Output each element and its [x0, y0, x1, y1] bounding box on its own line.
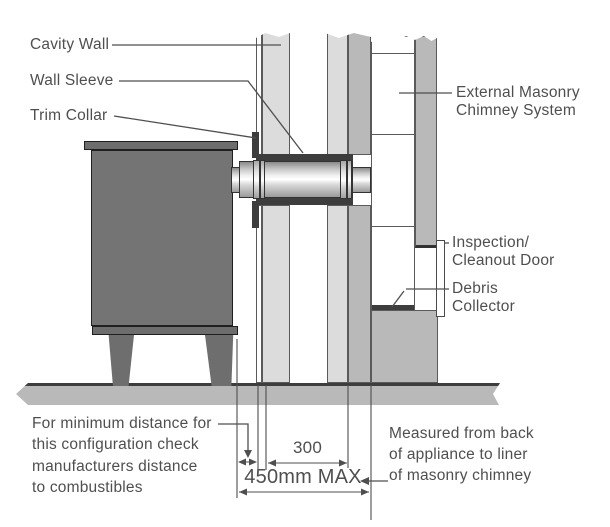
coupler-seam	[346, 161, 348, 198]
measured-from-note: Measured from back of appliance to liner…	[389, 425, 534, 484]
wall-inner-face	[256, 205, 262, 383]
pipe-coupler-left	[253, 160, 265, 199]
min-distance-leader	[218, 423, 249, 450]
wall-inner-leaf	[262, 205, 290, 383]
wall-outer-leaf-b	[348, 205, 371, 383]
dimension-300-value: 300	[293, 438, 322, 457]
wall-inner-leaf	[262, 32, 290, 155]
flue-base-band	[372, 305, 414, 310]
minimum-distance-note: For minimum distance for this configurat…	[32, 415, 212, 497]
external-masonry-chimney-label: External Masonry Chimney System	[456, 84, 580, 120]
mortar-joint	[372, 53, 414, 55]
chimney-block-column	[371, 36, 415, 310]
wall-sleeve-top	[256, 154, 353, 162]
trim-collar-lower	[252, 201, 259, 228]
wall-outer-leaf-a	[327, 205, 348, 383]
stove-bottom-plate	[92, 326, 238, 335]
mortar-joint	[372, 134, 414, 136]
arrowhead	[249, 458, 257, 466]
chimney-outer-skin	[415, 36, 437, 248]
pipe-coupler-right	[340, 160, 352, 199]
floor-top-edge	[16, 383, 500, 386]
pipe-spigot	[352, 167, 371, 193]
coupler-seam	[259, 161, 261, 198]
trim-collar-upper	[252, 132, 259, 158]
inspection-cleanout-door-panel	[436, 240, 445, 317]
dimension-450-value: 450mm MAX	[244, 466, 362, 488]
cavity-wall-lower	[256, 205, 371, 383]
stove-top-plate	[84, 141, 238, 150]
wall-outer-leaf-b	[348, 32, 371, 155]
floor-slab	[16, 383, 500, 405]
stove-body	[91, 150, 233, 326]
wall-sleeve-bottom	[256, 197, 353, 205]
wall-sleeve-label: Wall Sleeve	[30, 72, 114, 89]
cavity-wall-label: Cavity Wall	[30, 36, 110, 53]
stove-leg-right	[205, 335, 234, 386]
debris-collector-label: Debris Collector	[452, 280, 515, 316]
cavity-wall-upper	[256, 32, 371, 155]
arrowhead	[238, 458, 246, 466]
trim-collar-leader	[113, 115, 257, 139]
arrowhead	[244, 450, 252, 458]
wall-outer-leaf-a	[327, 32, 348, 155]
mortar-joint	[372, 226, 414, 228]
chimney-base-block	[371, 310, 438, 383]
trim-collar-label: Trim Collar	[30, 107, 108, 124]
stove-leg-left	[108, 335, 134, 386]
inspection-cleanout-door-label: Inspection/ Cleanout Door	[452, 234, 555, 270]
